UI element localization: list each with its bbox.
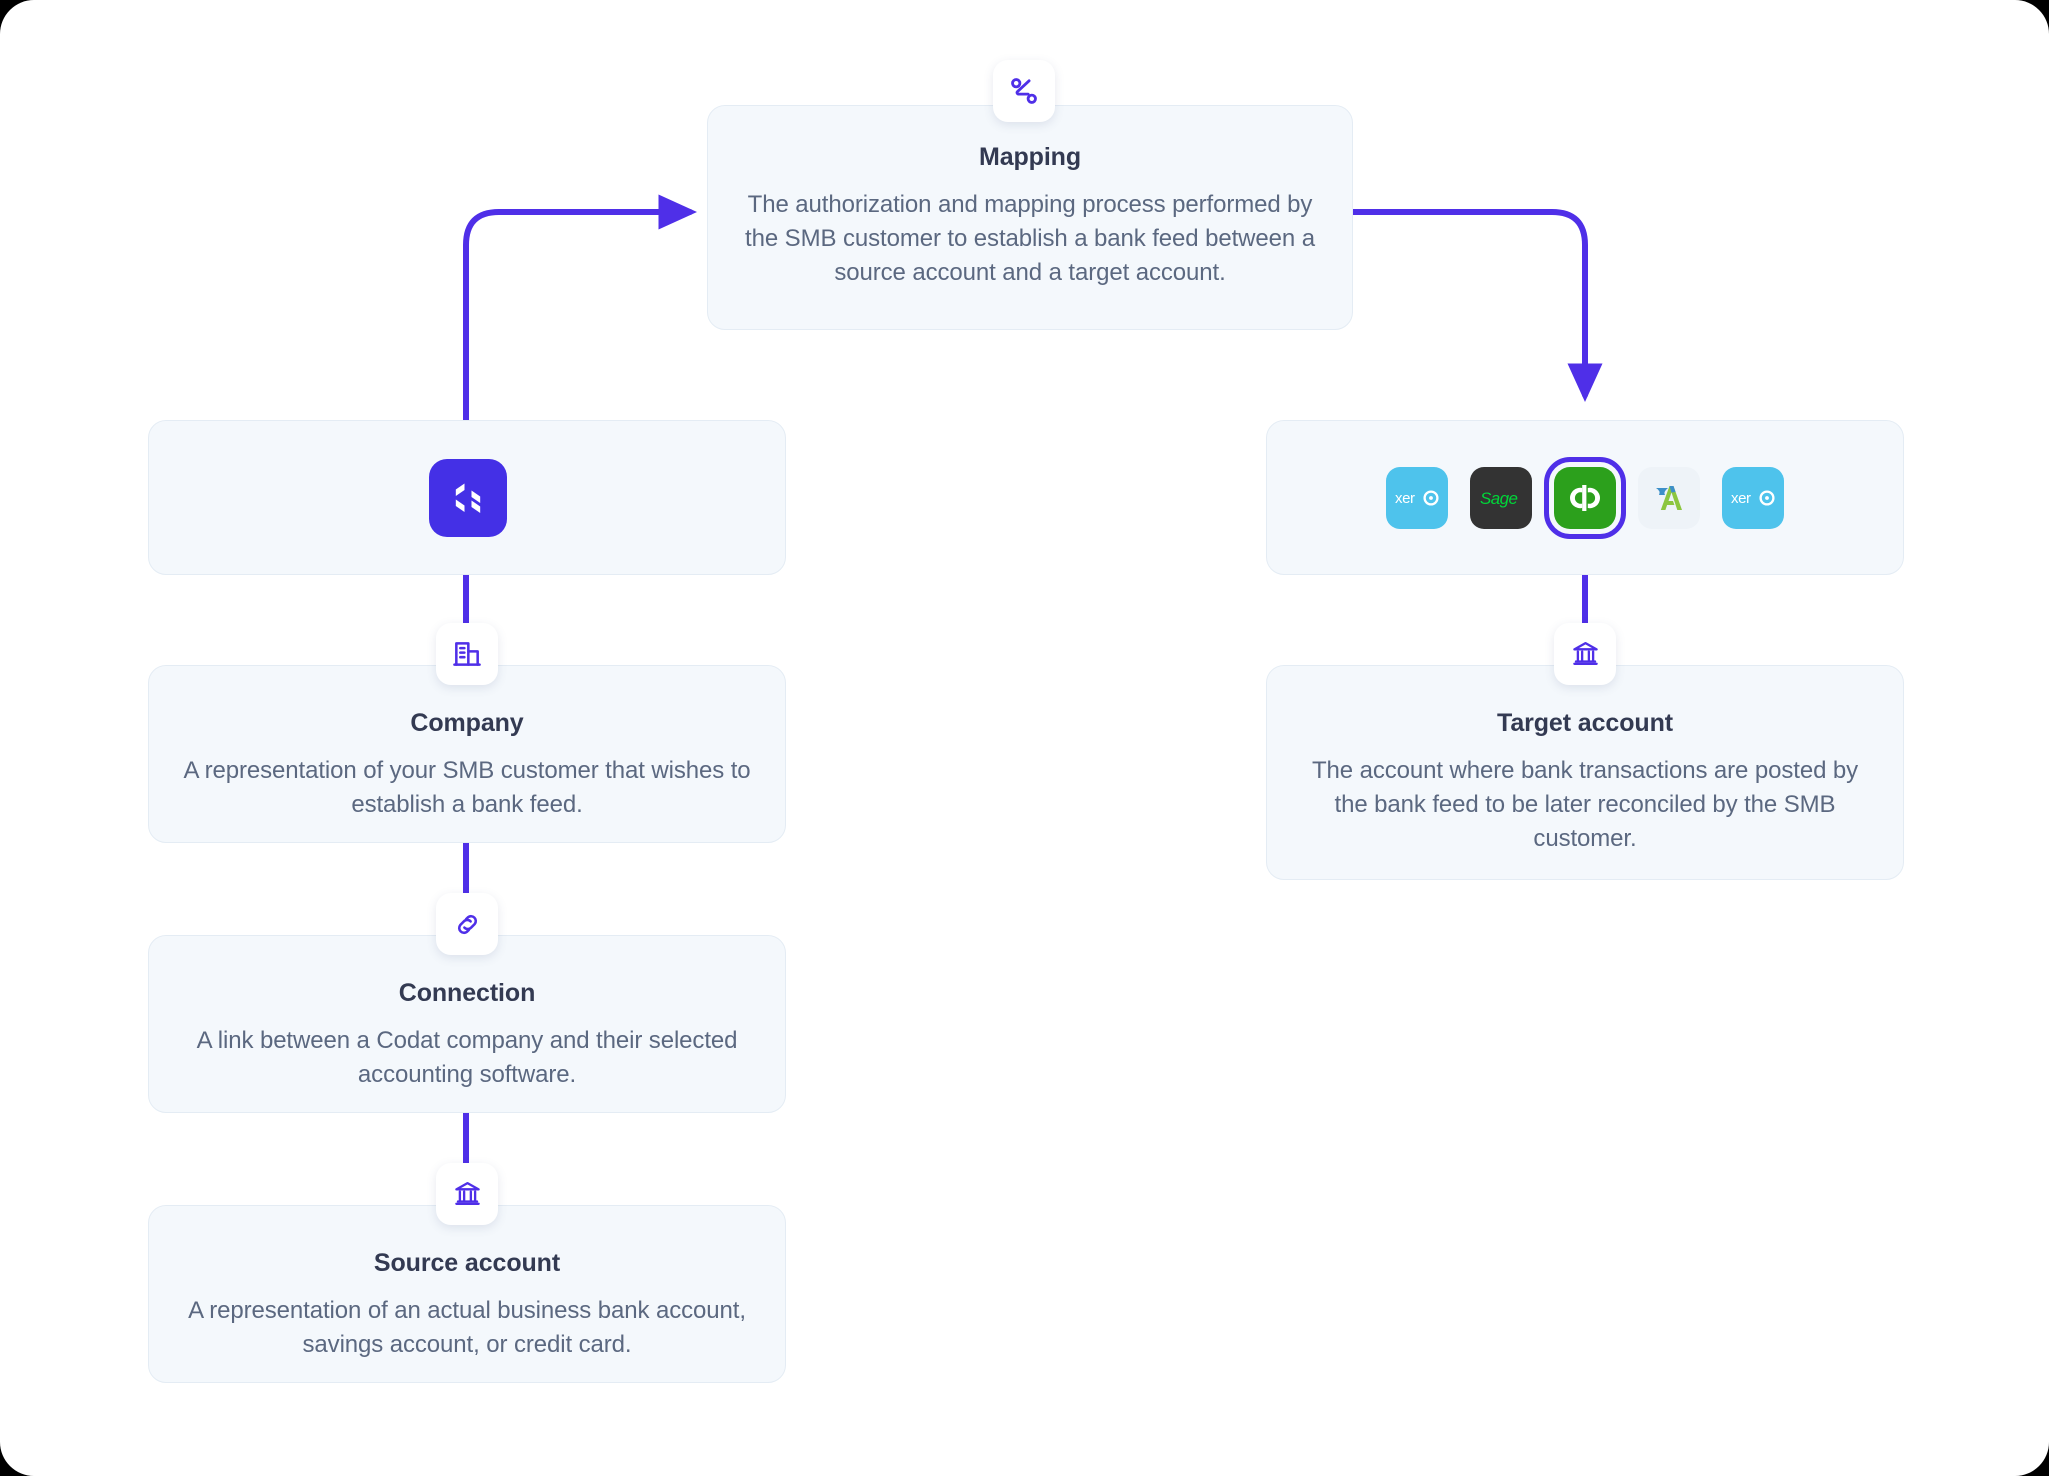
codat-logo-icon [455, 483, 481, 513]
quickbooks-logo-icon [1569, 484, 1601, 511]
route-icon [1011, 78, 1037, 104]
xero-logo-icon: xer [1395, 490, 1439, 507]
platform-tile-quickbooks[interactable] [1544, 456, 1626, 539]
card-source-account-description: A representation of an actual business b… [188, 1297, 746, 1359]
card-codat [148, 420, 786, 575]
freeagent-logo-icon [1656, 485, 1682, 510]
card-connection-title: Connection [398, 979, 536, 1007]
bank-icon [454, 1181, 480, 1205]
edge-mapping-to-platforms [1350, 209, 1603, 402]
svg-text:Sage: Sage [1480, 489, 1517, 508]
link-icon [457, 914, 477, 934]
platform-tile-sage[interactable]: Sage [1470, 466, 1532, 529]
platform-tile-xero-2[interactable]: xer [1722, 466, 1784, 529]
bank-icon-chip-source [436, 1163, 498, 1225]
building-icon-chip [436, 623, 498, 685]
bank-icon-chip-target [1554, 623, 1616, 685]
card-mapping-title: Mapping [978, 143, 1082, 171]
xero-logo-icon: xer [1731, 490, 1775, 507]
card-target-account: Target account The account where bank tr… [1266, 665, 1904, 880]
card-connection: Connection A link between a Codat compan… [148, 935, 786, 1113]
building-icon [453, 642, 481, 666]
card-source-account: Source account A representation of an ac… [148, 1205, 786, 1383]
card-company-description: A representation of your SMB customer th… [183, 757, 751, 819]
card-target-account-description: The account where bank transactions are … [1311, 757, 1859, 853]
card-company: Company A representation of your SMB cus… [148, 665, 786, 843]
card-connection-description: A link between a Codat company and their… [196, 1027, 738, 1089]
edge-codat-to-mapping [463, 194, 697, 423]
card-source-account-title: Source account [373, 1249, 561, 1277]
card-target-account-title: Target account [1497, 709, 1673, 737]
sage-logo-icon: Sage [1480, 489, 1518, 508]
codat-logo-tile[interactable] [429, 459, 507, 537]
card-mapping-description: The authorization and mapping process pe… [745, 191, 1315, 287]
bank-icon [1572, 641, 1598, 665]
card-company-title: Company [410, 709, 524, 737]
platform-tile-xero[interactable]: xer [1386, 466, 1448, 529]
svg-text:xer: xer [1731, 490, 1751, 507]
link-icon-chip [436, 893, 498, 955]
card-mapping: Mapping The authorization and mapping pr… [707, 105, 1353, 330]
card-accounting-platforms: xer Sage [1266, 420, 1904, 575]
accounting-platform-list: xer Sage [1267, 421, 1903, 574]
svg-text:xer: xer [1395, 490, 1415, 507]
platform-tile-freeagent[interactable] [1638, 466, 1700, 529]
route-icon-chip [993, 60, 1055, 122]
